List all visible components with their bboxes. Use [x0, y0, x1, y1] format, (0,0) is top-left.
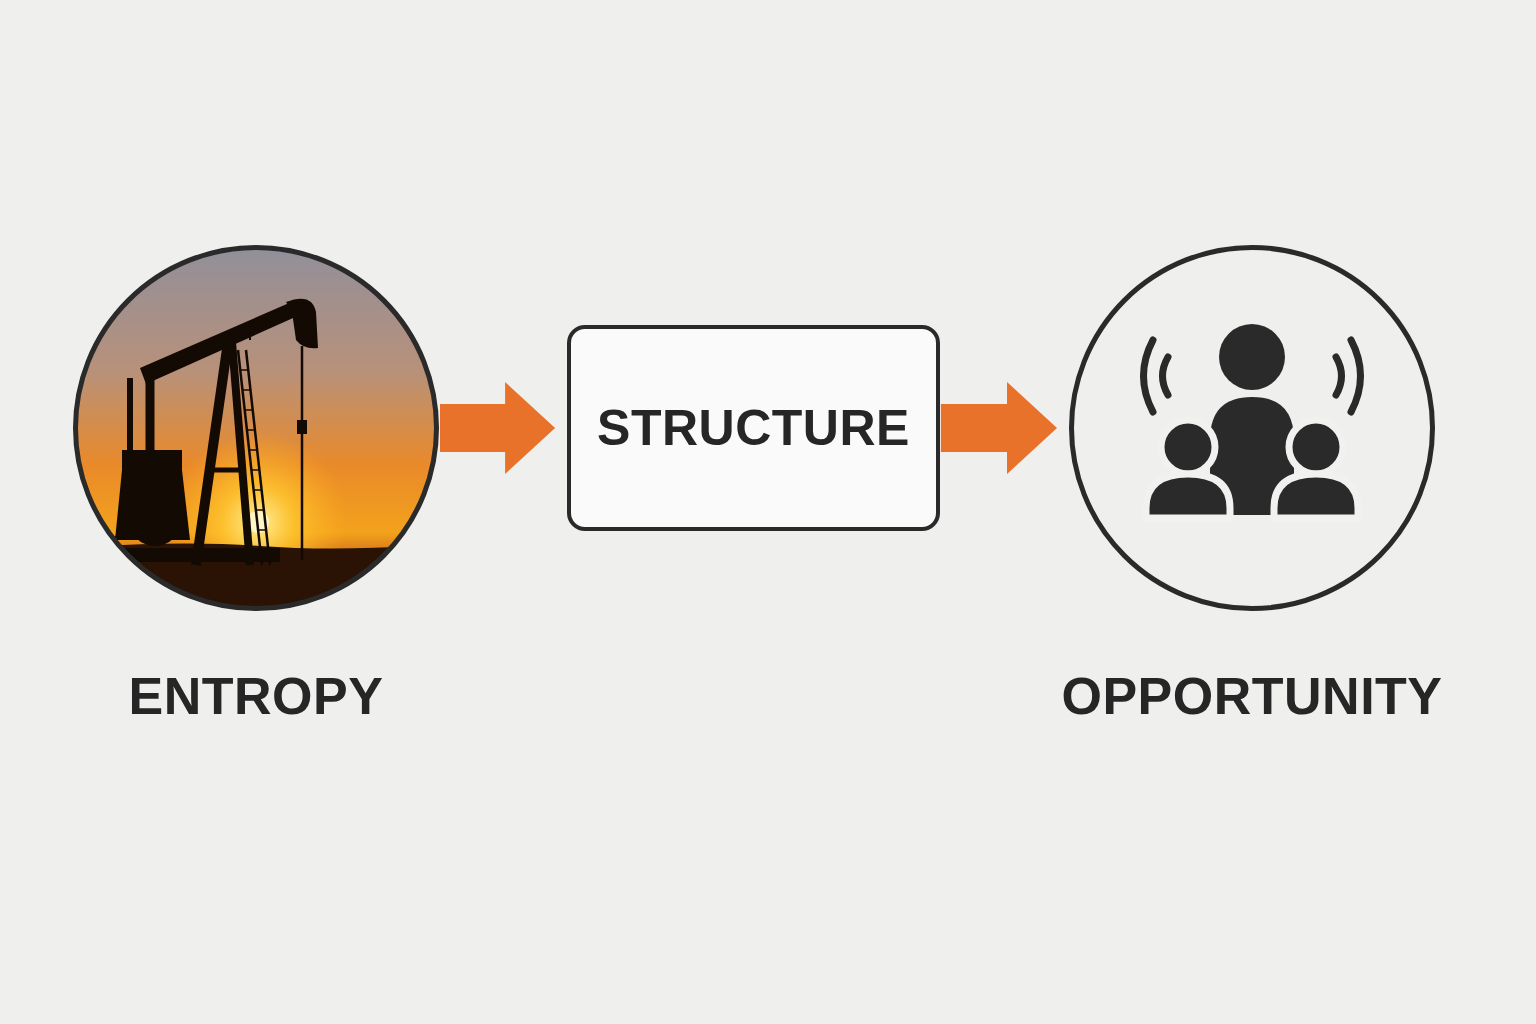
node-label: OPPORTUNITY: [1061, 670, 1442, 722]
process-box: STRUCTURE: [567, 325, 940, 531]
people-icon: [1144, 324, 1361, 518]
entropy-circle: ENTROPY: [73, 245, 439, 611]
pumpjack-photo: [70, 240, 445, 620]
flow-arrow: [440, 382, 555, 474]
flow-arrow: [941, 382, 1057, 474]
opportunity-circle: OPPORTUNITY: [1069, 245, 1435, 611]
box-label: STRUCTURE: [597, 403, 910, 453]
node-label: ENTROPY: [129, 670, 384, 722]
